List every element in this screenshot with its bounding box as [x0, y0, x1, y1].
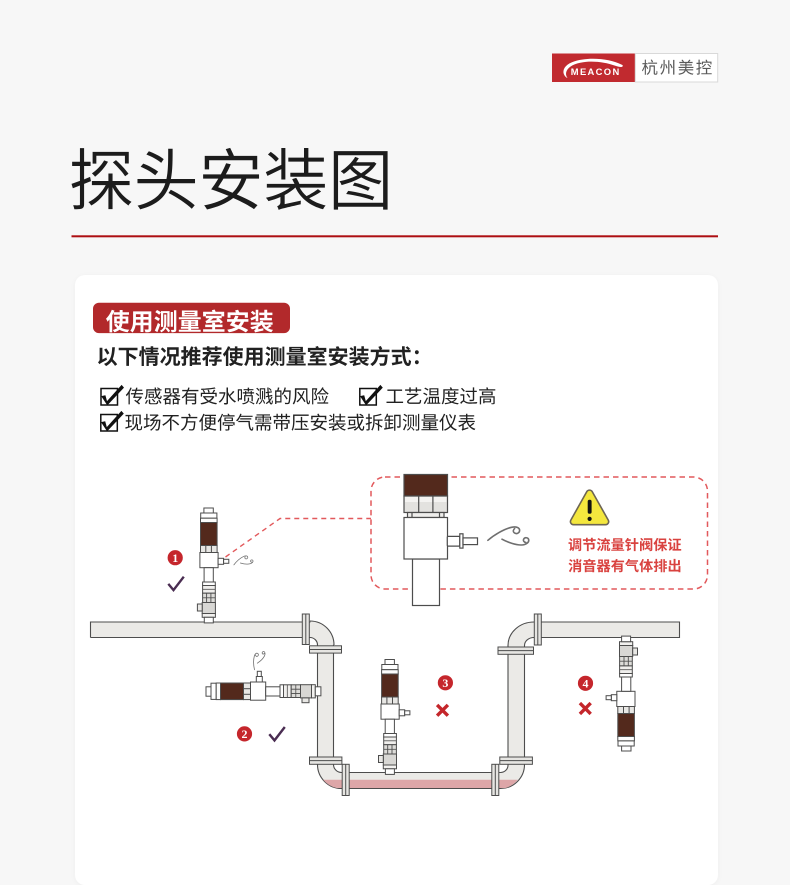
svg-text:2: 2 [242, 727, 248, 741]
svg-text:4: 4 [583, 676, 589, 690]
svg-text:3: 3 [442, 676, 448, 690]
svg-text:MEACON: MEACON [571, 66, 621, 77]
svg-text:1: 1 [172, 551, 178, 565]
